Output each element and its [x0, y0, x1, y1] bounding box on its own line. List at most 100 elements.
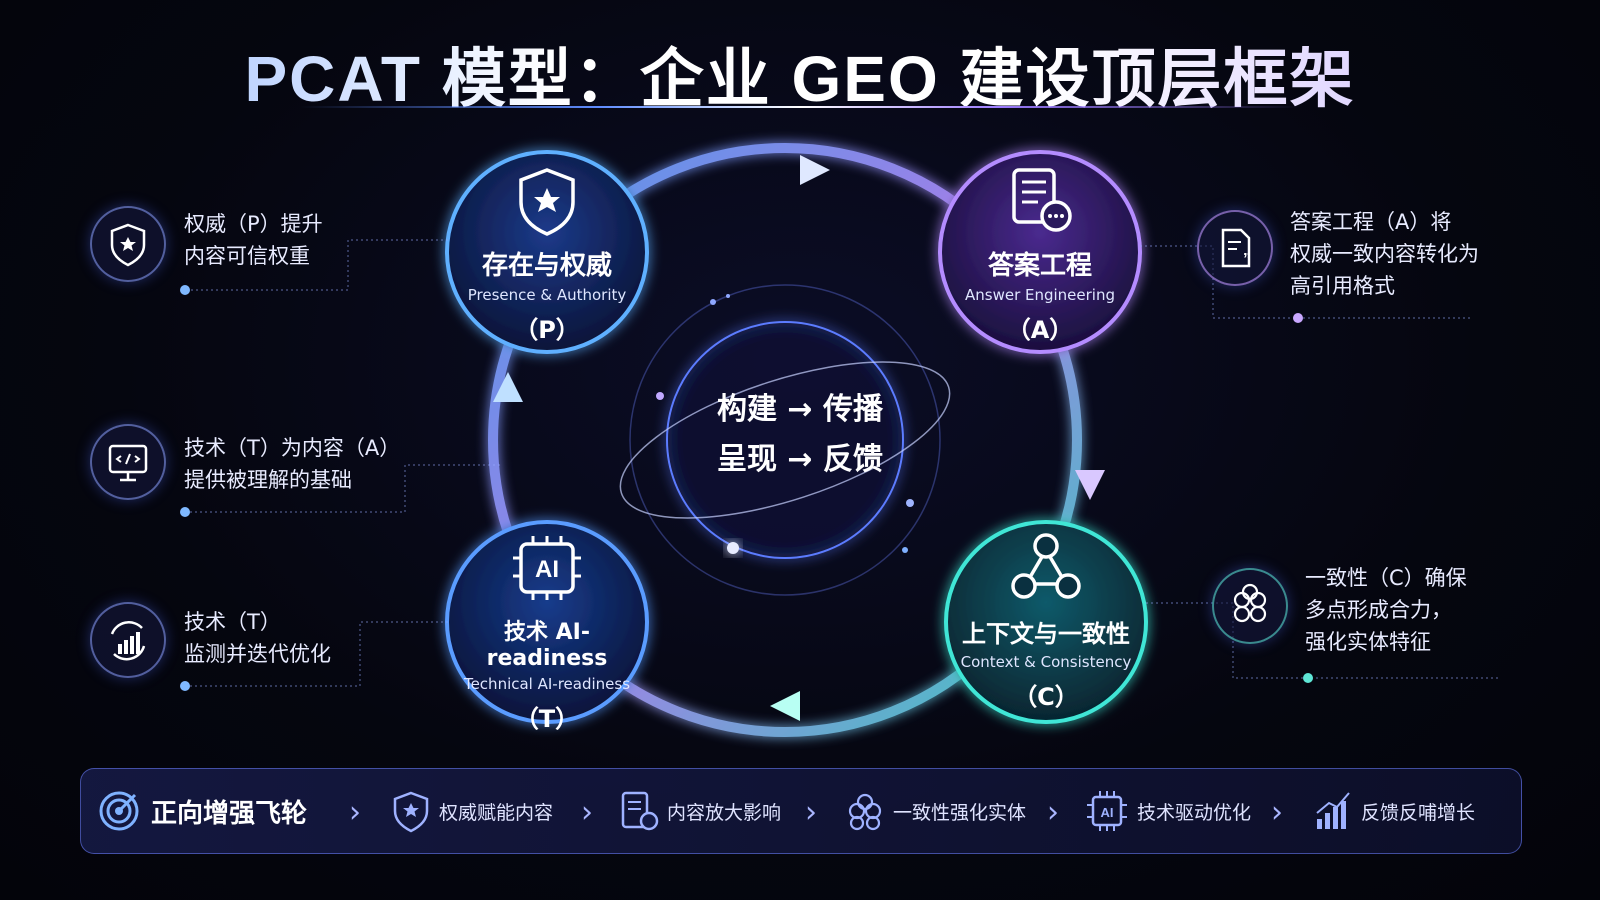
flywheel-title: 正向增强飞轮 [97, 769, 307, 853]
connector-p [185, 239, 448, 291]
flywheel-step-1-label: 权威赋能内容 [439, 801, 554, 824]
center-cycle-label: 构建 → 传播 呈现 → 反馈 [690, 385, 910, 485]
side-monitor-icon [90, 424, 166, 500]
connector-a [1140, 245, 1470, 319]
note-technical-iteration: 技术（T） 监测并迭代优化 [184, 606, 331, 670]
arrow-top [800, 155, 830, 185]
note-answer-line2: 权威一致内容转化为 [1290, 242, 1479, 266]
node-p-circle [445, 150, 649, 354]
center-core-ring [666, 321, 904, 559]
note-consistency-line2: 多点形成合力， [1305, 598, 1452, 622]
node-c-letter: （C） [1013, 683, 1079, 711]
note-answer: 答案工程（A）将 权威一致内容转化为 高引用格式 [1290, 206, 1479, 302]
node-p-letter: （P） [514, 316, 580, 344]
chevron-right-icon: › [1271, 795, 1283, 830]
note-answer-line3: 高引用格式 [1290, 274, 1395, 298]
shield-star-icon [519, 168, 575, 236]
center-outer-ring [629, 284, 941, 596]
side-doc-quote-icon: ” [1197, 210, 1273, 286]
document-quote-icon: ” [1221, 228, 1251, 268]
note-authority-line1: 权威（P）提升 [184, 212, 323, 236]
arrow-bottom [770, 691, 800, 721]
circles-cluster-icon [1233, 583, 1267, 623]
chip-label: AI [535, 556, 559, 583]
title-underline [300, 106, 1300, 108]
network-icon [1011, 533, 1081, 599]
note-technical-content: 技术（T）为内容（A） 提供被理解的基础 [184, 432, 400, 496]
document-chat-icon [1012, 168, 1072, 232]
center-orbit [619, 361, 951, 519]
side-shield-icon [90, 206, 166, 282]
side-growth-icon [90, 602, 166, 678]
circles-cluster-icon [848, 793, 882, 831]
node-p-title: 存在与权威 [481, 251, 612, 281]
node-p-subtitle: Presence & Authority [467, 286, 627, 304]
shield-star-icon [393, 791, 429, 833]
node-a-circle [938, 150, 1142, 354]
note-authority-line2: 内容可信权重 [184, 244, 310, 268]
node-t-subtitle: Technical AI-readiness [463, 675, 631, 693]
code-monitor-icon [108, 444, 148, 482]
center-line-1: 构建 → 传播 [716, 392, 884, 427]
connector-t [185, 621, 448, 687]
center-line-2: 呈现 → 反馈 [716, 442, 884, 477]
note-technical-iteration-line2: 监测并迭代优化 [184, 642, 331, 666]
node-a-letter: （A） [1006, 316, 1074, 344]
node-technical: 技术 AI-readiness Technical AI-readiness （… [447, 614, 647, 734]
node-c-circle [944, 520, 1148, 724]
chevron-right-icon: › [581, 795, 593, 830]
arrow-left [493, 372, 523, 402]
note-technical-iteration-line1: 技术（T） [184, 610, 281, 634]
note-consistency-line1: 一致性（C）确保 [1305, 566, 1467, 590]
chevron-right-icon: › [1047, 795, 1059, 830]
svg-text:”: ” [1243, 251, 1251, 268]
ai-chip-icon: AI [513, 536, 581, 600]
orbit-dot [902, 547, 908, 553]
ai-chip-icon: AI [1087, 791, 1127, 831]
note-consistency: 一致性（C）确保 多点形成合力， 强化实体特征 [1305, 562, 1467, 658]
flywheel-title-label: 正向增强飞轮 [151, 798, 308, 829]
node-t-letter: （T） [514, 705, 580, 733]
node-a-title: 答案工程 [987, 251, 1092, 281]
node-answer-engineering: 答案工程 Answer Engineering （A） [940, 245, 1140, 345]
flywheel-step-1: 权威赋能内容 [391, 769, 553, 853]
node-a-subtitle: Answer Engineering [964, 286, 1115, 304]
shield-star-icon [110, 223, 146, 267]
node-context-consistency: 上下文与一致性 Context & Consistency （C） [946, 614, 1146, 712]
note-technical-content-line1: 技术（T）为内容（A） [184, 436, 401, 460]
node-c-subtitle: Context & Consistency [960, 653, 1132, 671]
document-chat-icon [621, 791, 659, 831]
flywheel-step-4-label: 技术驱动优化 [1137, 801, 1252, 824]
flywheel-step-3-label: 一致性强化实体 [893, 801, 1027, 824]
flywheel-step-2-label: 内容放大影响 [667, 801, 782, 824]
flywheel-step-5-label: 反馈反哺增长 [1361, 801, 1476, 824]
flywheel-step-2: 内容放大影响 [619, 769, 781, 853]
chevron-right-icon: › [349, 795, 361, 830]
target-icon [99, 791, 139, 831]
flywheel-step-3: 一致性强化实体 [845, 769, 1026, 853]
connector-c [1146, 602, 1500, 679]
node-presence-authority: 存在与权威 Presence & Authority （P） [447, 245, 647, 345]
node-c-title: 上下文与一致性 [962, 620, 1130, 648]
flywheel-step-5: 反馈反哺增长 [1313, 769, 1475, 853]
orbit-dot [906, 499, 914, 507]
chevron-right-icon: › [805, 795, 817, 830]
note-consistency-line3: 强化实体特征 [1305, 630, 1431, 654]
flywheel-bar: 正向增强飞轮 › 权威赋能内容 › 内容放大影响 › 一致性强化实体 › [80, 768, 1522, 854]
note-authority: 权威（P）提升 内容可信权重 [184, 208, 323, 272]
flywheel-step-4: AI 技术驱动优化 [1085, 769, 1251, 853]
orbit-dot [727, 542, 739, 554]
note-answer-line1: 答案工程（A）将 [1290, 210, 1452, 234]
page-title: PCAT 模型：企业 GEO 建设顶层框架 [0, 28, 1600, 120]
chip-label: AI [1101, 805, 1114, 820]
connector-ta [185, 464, 500, 513]
growth-chart-icon [1316, 792, 1350, 829]
growth-chart-icon [110, 621, 146, 661]
note-technical-content-line2: 提供被理解的基础 [184, 468, 352, 492]
side-cluster-icon [1212, 568, 1288, 644]
cycle-ring [488, 143, 1082, 737]
arrow-right [1075, 470, 1105, 500]
node-t-title: 技术 AI-readiness [486, 620, 608, 671]
orbit-dot [726, 294, 730, 298]
